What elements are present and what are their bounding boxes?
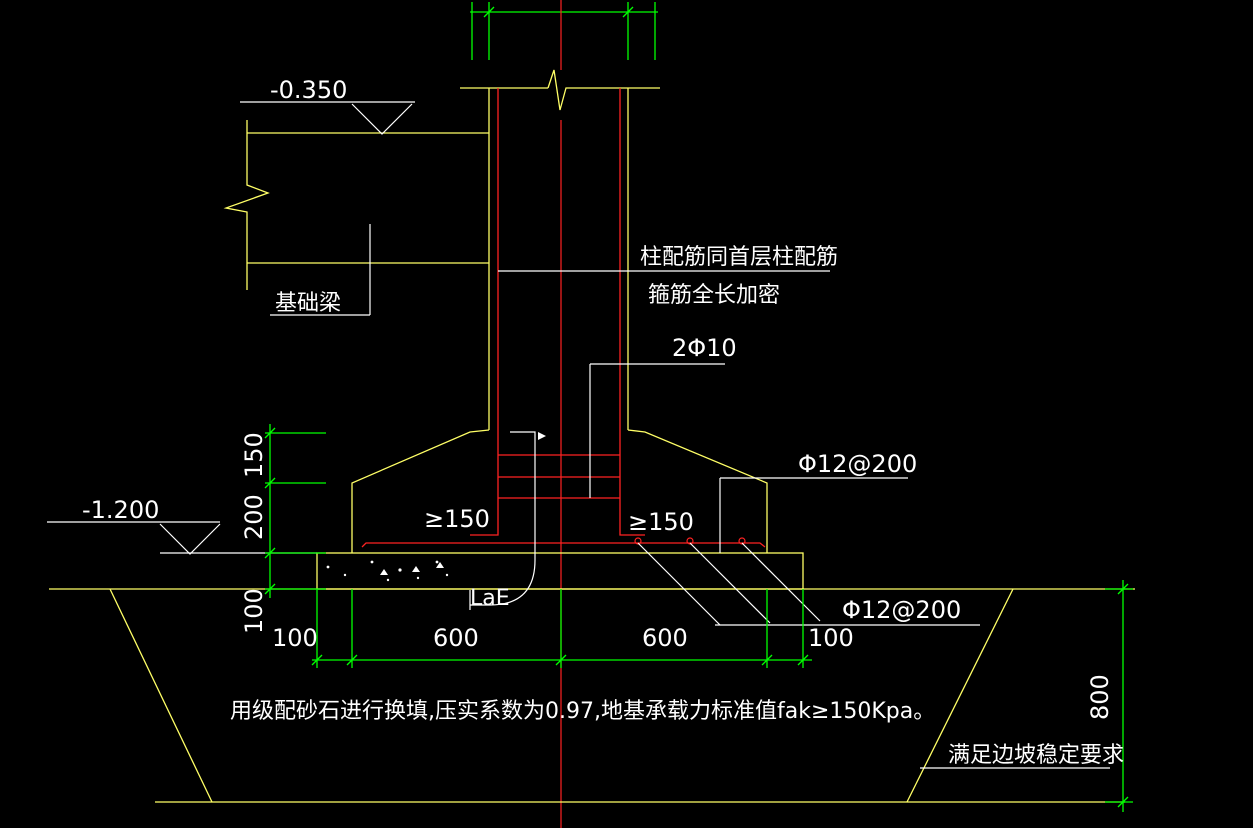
dimension-600-right: 600	[642, 624, 688, 652]
column-rebar-note: 柱配筋同首层柱配筋	[640, 245, 838, 270]
column-outline	[351, 69, 768, 553]
backfill-note: 用级配砂石进行换填,压实系数为0.97,地基承载力标准值fak≥150Kpa。	[230, 699, 935, 724]
bottom-horizontal-dimension	[311, 589, 812, 668]
right-vertical-dimension	[1105, 580, 1133, 812]
leader-lines	[47, 101, 1110, 769]
anchor-length-label: LaE	[470, 586, 510, 611]
slope-stability-note: 满足边坡稳定要求	[948, 743, 1124, 768]
dimension-100-left: 100	[272, 624, 318, 652]
min-cover-left-label: ≥150	[424, 505, 490, 533]
rebar-phi12-bottom-label: Φ12@200	[842, 596, 961, 624]
min-cover-right-label: ≥150	[628, 508, 694, 536]
left-vertical-dimension	[264, 424, 326, 598]
stirrup-note: 箍筋全长加密	[648, 283, 780, 308]
rebar-dots	[634, 537, 746, 545]
elevation-bottom-label: -1.200	[82, 496, 159, 524]
foundation-beam-label: 基础梁	[275, 291, 341, 316]
lae-arrow-icon	[538, 432, 546, 440]
dimension-800: 800	[1086, 674, 1114, 720]
dimension-600-left: 600	[433, 624, 479, 652]
rebar-2phi10-label: 2Φ10	[672, 334, 737, 362]
dimension-200: 200	[240, 494, 268, 540]
rebar-phi12-top-label: Φ12@200	[798, 450, 917, 478]
elevation-top-label: -0.350	[270, 76, 347, 104]
dimension-150: 150	[240, 432, 268, 478]
dimension-100-right: 100	[808, 624, 854, 652]
text-labels: -0.350 -1.200 基础梁 柱配筋同首层柱配筋 箍筋全长加密 2Φ10 …	[82, 76, 1124, 768]
gravel-hatch	[326, 560, 449, 582]
excavation-lines	[49, 588, 1135, 803]
top-dimension-lines	[470, 2, 658, 60]
foundation-beam	[223, 120, 489, 290]
column-rebar	[361, 88, 766, 548]
dimension-100-vertical: 100	[240, 588, 268, 634]
